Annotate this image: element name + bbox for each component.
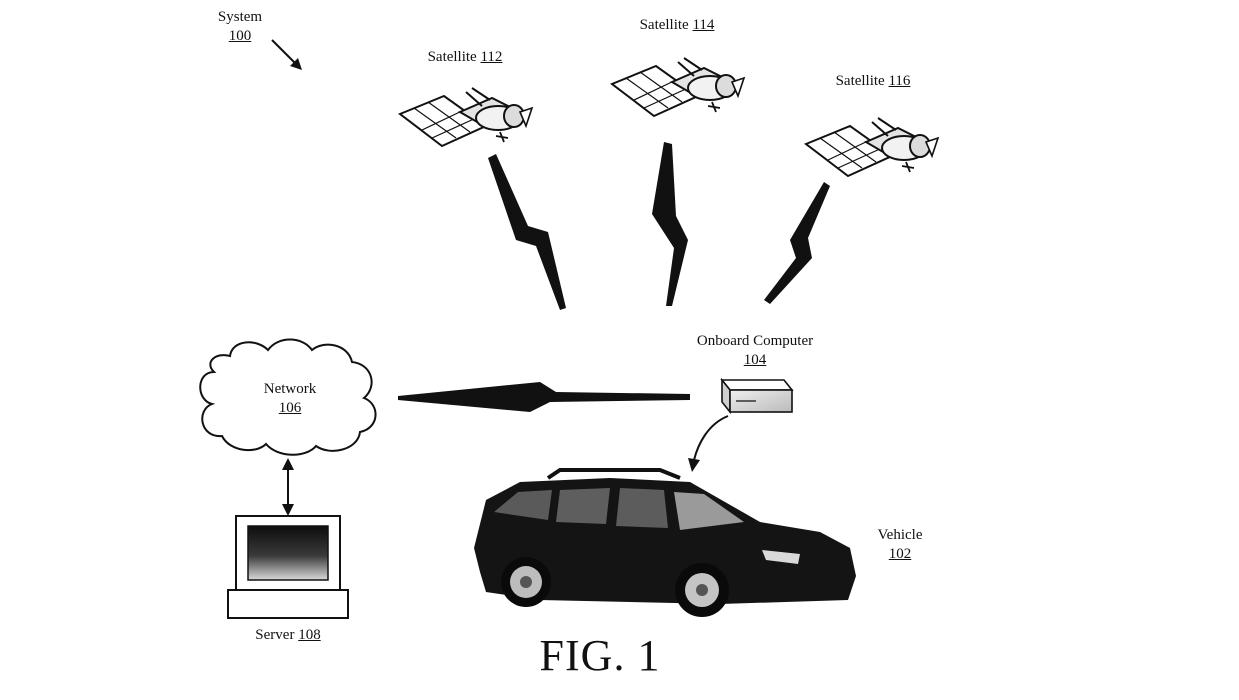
system-name: System [217,9,263,25]
lightning-bolt-icon [652,142,688,306]
onboard-computer-name: Onboard Computer [696,333,814,349]
lightning-bolt-icon [764,182,830,304]
server-ref: 108 [298,627,321,643]
satellite-112-label: Satellite 112 [410,48,520,67]
network-label: Network 106 [248,380,332,418]
computer-box-icon [720,377,794,415]
figure-label: FIG. 1 [539,631,661,680]
network-name: Network [263,381,317,397]
server-name: Server [255,627,295,643]
satellite-ref: 114 [692,17,715,33]
satellite-114-label: Satellite 114 [622,16,732,35]
satellite-116-label: Satellite 116 [818,72,928,91]
satellite-icon [611,57,745,117]
server-label: Server 108 [238,626,338,645]
vehicle-ref: 102 [888,546,912,562]
satellite-icon [399,87,533,147]
network-ref: 106 [278,400,302,416]
satellite-icon [805,117,939,177]
satellite-name: Satellite [427,49,477,65]
onboard-computer-ref: 104 [743,352,767,368]
satellite-name: Satellite [835,73,885,89]
lightning-bolt-icon [398,382,690,412]
system-arrow-icon [271,39,302,70]
double-arrow-icon [282,458,294,516]
vehicle-name: Vehicle [877,527,923,543]
satellite-ref: 116 [888,73,911,89]
system-label: System 100 [200,8,280,46]
curved-arrow-icon [688,415,729,472]
satellite-ref: 112 [480,49,503,65]
system-ref: 100 [228,28,252,44]
onboard-computer-label: Onboard Computer 104 [680,332,830,370]
satellite-name: Satellite [639,17,689,33]
vehicle-label: Vehicle 102 [862,526,938,564]
car-icon [474,468,856,617]
computer-monitor-icon [227,515,349,619]
lightning-bolt-icon [488,154,566,310]
cloud-icon [199,338,377,456]
